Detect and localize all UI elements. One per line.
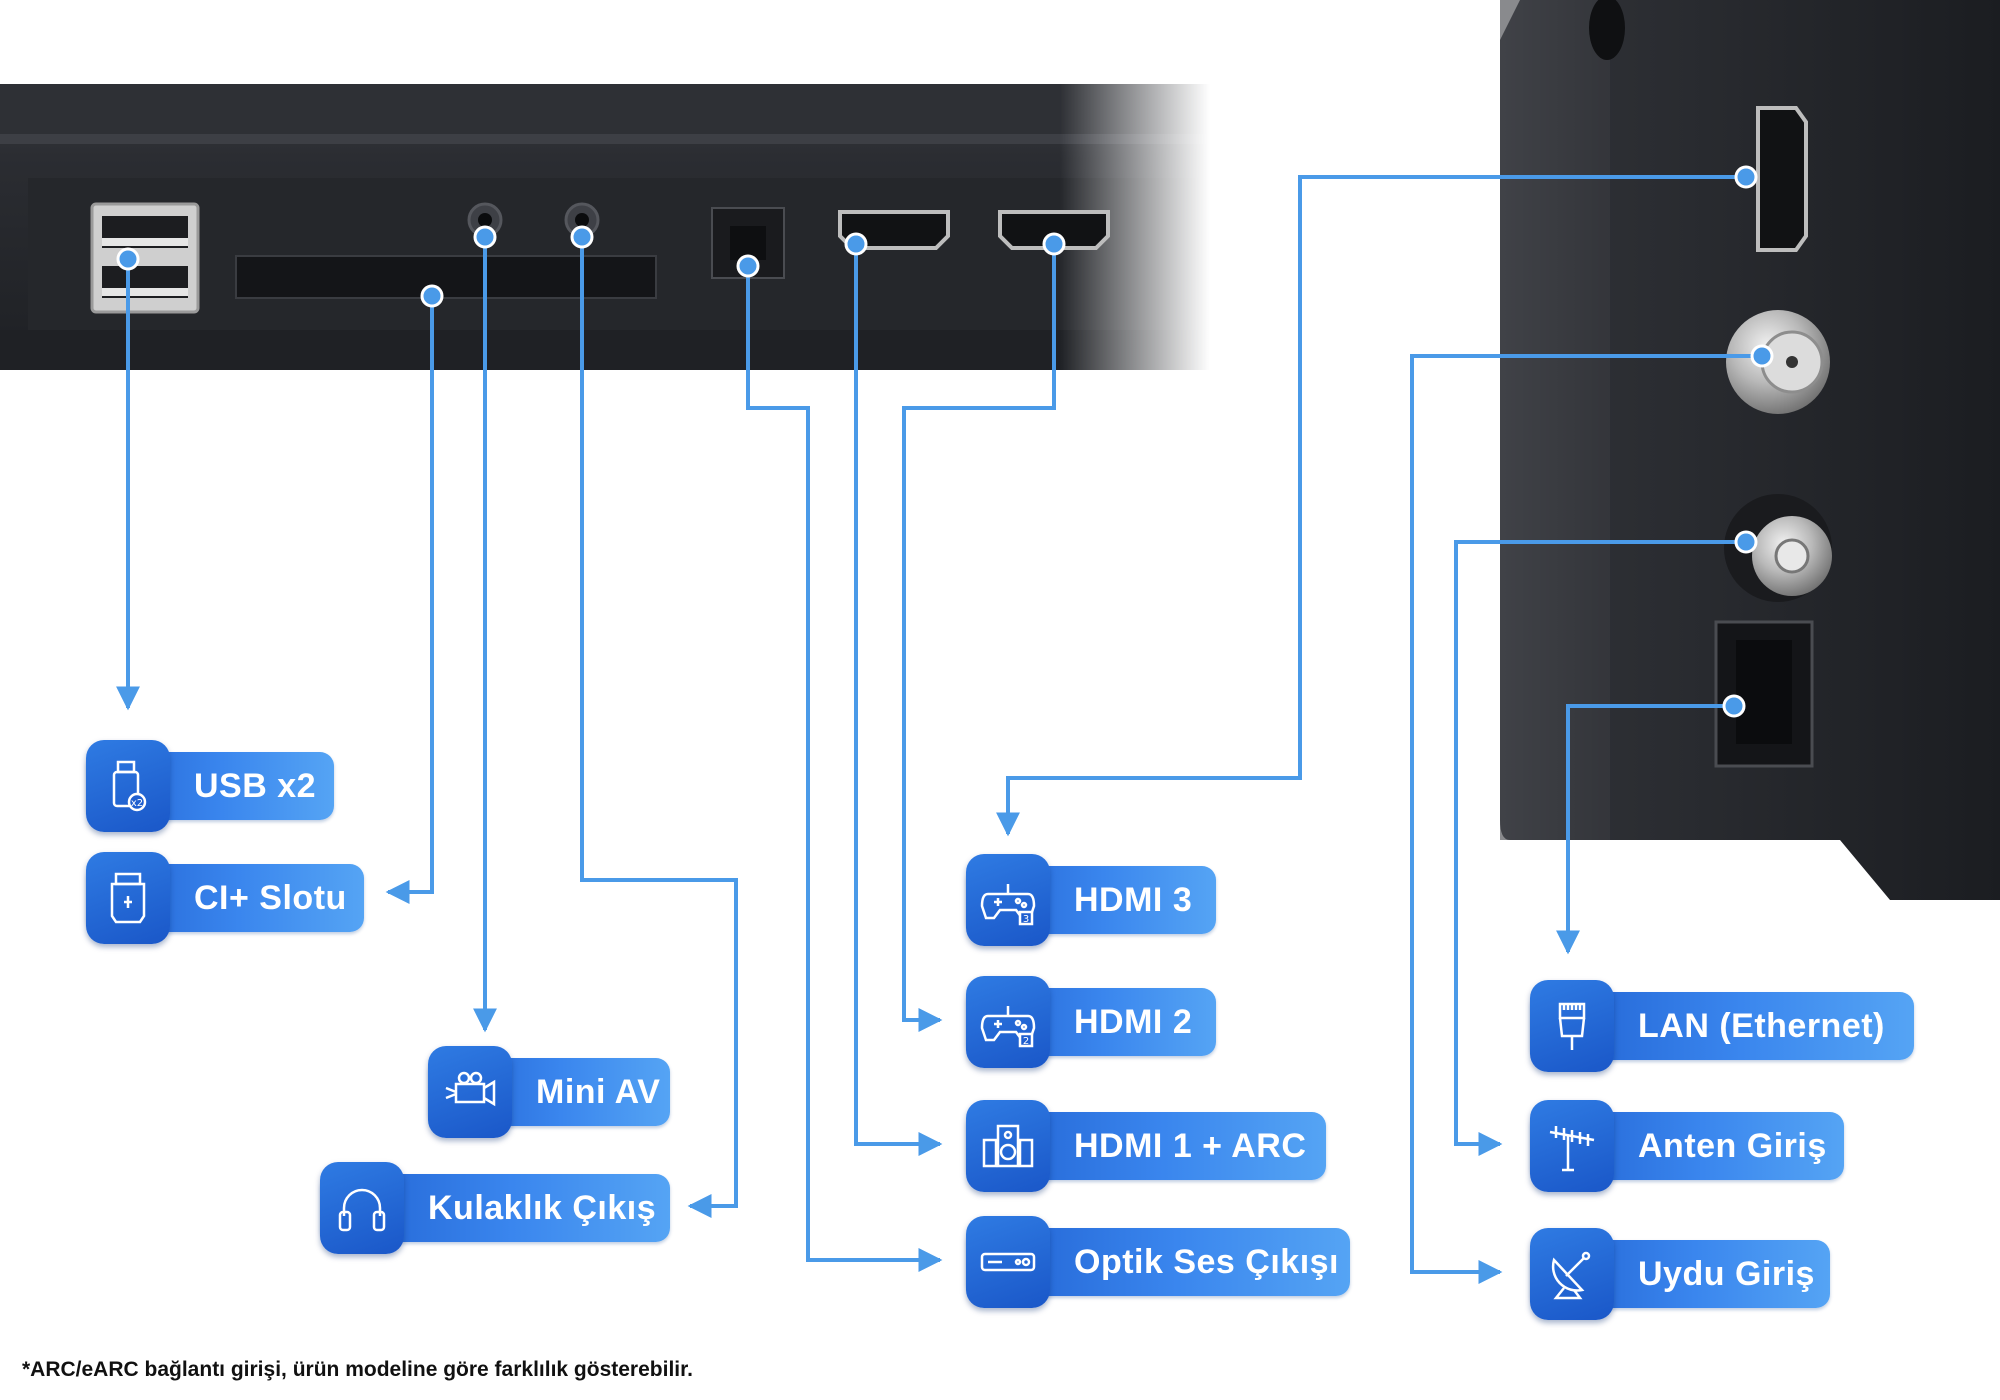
dot-anten	[1734, 530, 1758, 554]
gamepad-icon: 2	[966, 976, 1050, 1068]
ci-card-icon	[86, 852, 170, 944]
label-hdmi3: 3 HDMI 3	[966, 854, 1216, 946]
optical-port-graphic	[711, 207, 785, 279]
line-hdmi1	[854, 244, 943, 1156]
line-lan	[1556, 704, 1734, 955]
line-optik	[746, 266, 943, 1272]
label-hdmi2: 2 HDMI 2	[966, 976, 1216, 1068]
line-anten	[1454, 540, 1746, 1156]
headphones-icon	[320, 1162, 404, 1254]
label-ci-text: CI+ Slotu	[194, 879, 347, 917]
dot-miniav	[473, 225, 497, 249]
label-anten-text: Anten Giriş	[1638, 1127, 1827, 1165]
label-optik-text: Optik Ses Çıkışı	[1074, 1243, 1339, 1281]
dot-usb	[116, 247, 140, 271]
side-port-panel	[1500, 0, 2000, 900]
hdmi1-port-graphic	[838, 210, 950, 250]
label-usb-text: USB x2	[194, 767, 317, 805]
dot-ci	[420, 284, 444, 308]
receiver-box-icon	[966, 1216, 1050, 1308]
label-uydu-text: Uydu Giriş	[1638, 1255, 1815, 1293]
line-ci	[385, 296, 434, 904]
dot-kulaklik	[570, 225, 594, 249]
label-anten: Anten Giriş	[1530, 1100, 1844, 1192]
label-optik: Optik Ses Çıkışı	[966, 1216, 1350, 1308]
line-uydu	[1410, 354, 1762, 1284]
label-usb: x2 USB x2	[86, 740, 334, 832]
label-miniav-text: Mini AV	[536, 1073, 661, 1111]
antenna-icon	[1530, 1100, 1614, 1192]
hdmi3-port-graphic	[1756, 106, 1808, 252]
label-ci: CI+ Slotu	[86, 852, 364, 944]
antenna-port-graphic	[1724, 494, 1832, 602]
connector-lines	[116, 175, 1762, 1284]
usb-icon-badge: x2	[131, 798, 143, 809]
label-kulaklik: Kulaklık Çıkış	[320, 1162, 670, 1254]
label-hdmi1-text: HDMI 1 + ARC	[1074, 1127, 1307, 1165]
label-hdmi3-text: HDMI 3	[1074, 881, 1193, 919]
dot-optik	[736, 254, 760, 278]
hdmi2-icon-badge: 2	[1023, 1036, 1029, 1047]
dot-hdmi2	[1042, 232, 1066, 256]
dot-hdmi1	[844, 232, 868, 256]
line-kulaklik	[580, 237, 738, 1218]
satellite-dish-icon	[1530, 1228, 1614, 1320]
port-dots	[116, 165, 1774, 718]
ethernet-plug-icon	[1530, 980, 1614, 1072]
dot-uydu	[1750, 344, 1774, 368]
satellite-port-graphic	[1726, 310, 1830, 414]
line-hdmi2	[902, 244, 1056, 1032]
video-camera-icon	[428, 1046, 512, 1138]
label-lan: LAN (Ethernet)	[1530, 980, 1914, 1072]
usb-drive-icon: x2	[86, 740, 170, 832]
label-kulaklik-text: Kulaklık Çıkış	[428, 1189, 657, 1227]
label-hdmi2-text: HDMI 2	[1074, 1003, 1193, 1041]
line-hdmi3	[996, 175, 1746, 837]
usb-port-graphic	[90, 202, 200, 314]
ci-slot-graphic	[235, 255, 657, 299]
hdmi3-icon-badge: 3	[1023, 914, 1029, 925]
dot-lan	[1722, 694, 1746, 718]
label-uydu: Uydu Giriş	[1530, 1228, 1830, 1320]
lan-port-graphic	[1714, 620, 1814, 768]
dot-hdmi3	[1734, 165, 1758, 189]
speaker-system-icon	[966, 1100, 1050, 1192]
hdmi2-port-graphic	[998, 210, 1110, 250]
label-lan-text: LAN (Ethernet)	[1638, 1007, 1885, 1045]
gamepad-icon: 3	[966, 854, 1050, 946]
footnote: *ARC/eARC bağlantı girişi, ürün modeline…	[22, 1358, 693, 1381]
label-hdmi1: HDMI 1 + ARC	[966, 1100, 1326, 1192]
label-miniav: Mini AV	[428, 1046, 670, 1138]
